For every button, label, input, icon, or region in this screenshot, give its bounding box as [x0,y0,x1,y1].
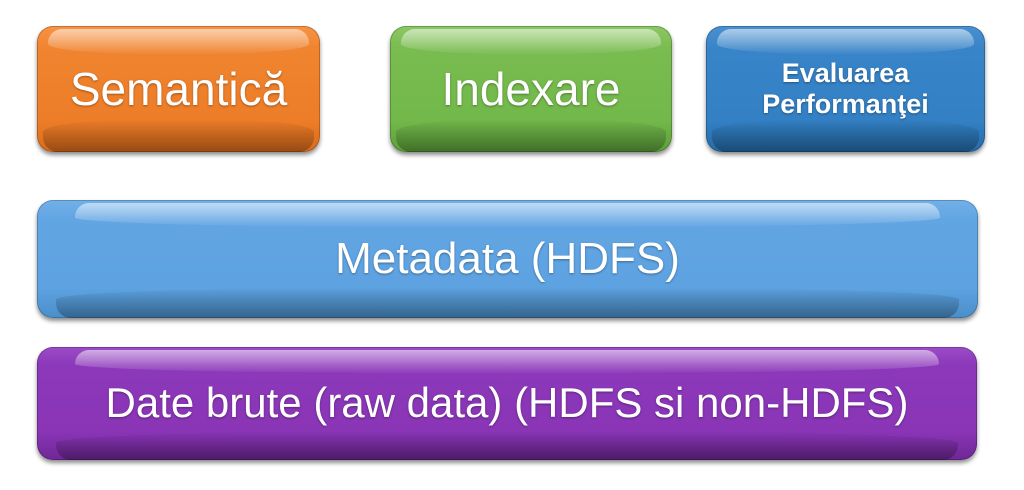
diagram-box-label: Evaluarea Performanţei [762,57,929,119]
box-face [37,200,978,318]
diagram-bar-metadata: Metadata (HDFS) [37,200,978,318]
box-face [37,347,977,460]
diagram-bar-raw-data: Date brute (raw data) (HDFS si non-HDFS) [37,347,977,460]
diagram-box-semantica: Semantică [37,26,320,152]
diagram-box-evaluarea-performantei: Evaluarea Performanţei [706,26,985,152]
diagram-bar-label: Metadata (HDFS) [335,233,680,283]
box-face [37,26,320,152]
diagram-box-label: Indexare [441,62,621,115]
diagram-box-indexare: Indexare [390,26,672,152]
diagram-bar-label: Date brute (raw data) (HDFS si non-HDFS) [105,379,909,427]
diagram-box-label: Semantică [69,62,288,115]
box-face [706,26,985,152]
box-face [390,26,672,152]
